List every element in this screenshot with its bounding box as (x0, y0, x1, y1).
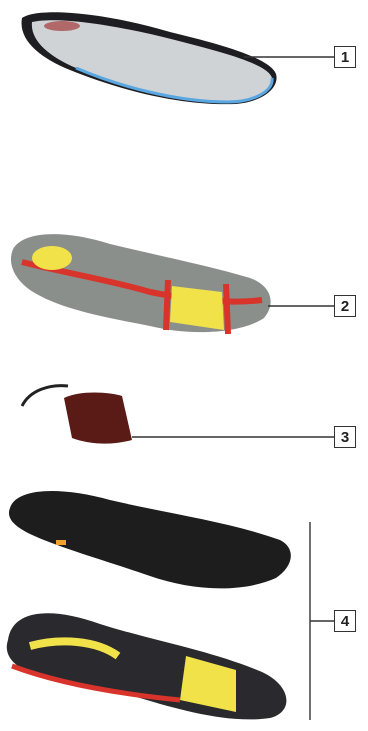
outsole-bottom-illustration (7, 613, 287, 719)
insole-illustration (22, 12, 277, 104)
outsole-top-illustration (9, 491, 291, 588)
callout-4: 4 (334, 610, 356, 632)
callout-2: 2 (334, 295, 356, 317)
heel-counter-illustration (22, 386, 132, 444)
callout-1: 1 (334, 46, 356, 68)
callout-3: 3 (334, 426, 356, 448)
midsole-illustration (11, 234, 271, 334)
